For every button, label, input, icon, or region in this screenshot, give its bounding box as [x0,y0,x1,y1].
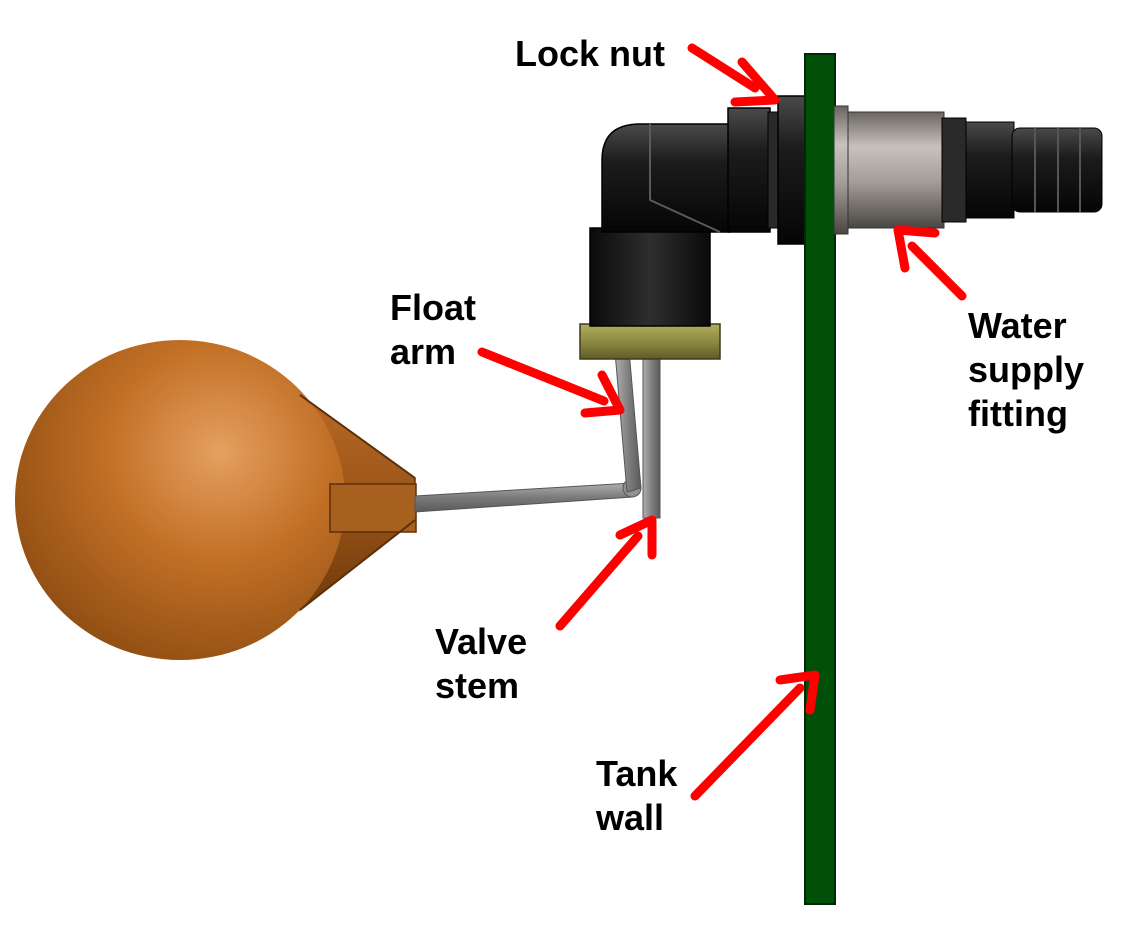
label-float-arm: Float arm [390,286,476,374]
arrow-float-arm [477,347,625,418]
label-valve-stem: Valve stem [435,620,527,708]
lock-nut [777,95,807,245]
arrow-valve-stem [555,515,657,631]
label-lock-nut: Lock nut [515,32,665,76]
valve-stem [642,351,661,519]
label-water-supply-fitting: Water supply fitting [968,304,1084,436]
arrow-water-supply-fitting [893,225,967,301]
label-float-arm-line-2: arm [390,331,457,372]
label-float-arm-line-1: Float [390,287,476,328]
float-ball [15,340,417,660]
valve-collar [579,323,721,360]
label-tank-wall-line-1: Tank [596,753,678,794]
label-valve-stem-line-1: Valve [435,621,528,662]
arrow-lock-nut [687,43,780,107]
label-water-supply-line-1: Water [968,305,1067,346]
water-supply-fitting [833,105,1103,235]
label-water-supply-line-3: fitting [968,393,1068,434]
label-water-supply-line-2: supply [968,349,1085,390]
label-tank-wall: Tank wall [596,752,677,840]
label-tank-wall-line-2: wall [596,797,665,838]
arrow-tank-wall [690,670,820,801]
label-lock-nut-text: Lock nut [515,33,665,74]
label-valve-stem-line-2: stem [435,665,520,706]
elbow-fitting [589,107,781,327]
tank-wall [804,53,836,905]
